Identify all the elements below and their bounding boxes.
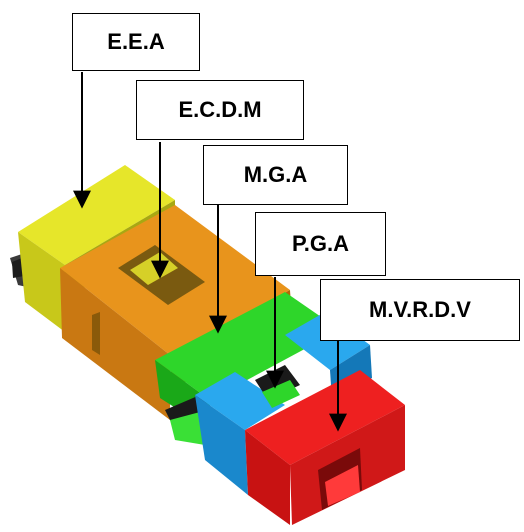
leader-arrows xyxy=(73,72,347,432)
label-eea: E.E.A xyxy=(72,13,200,71)
green-block xyxy=(155,292,340,445)
label-mvrdv: M.V.R.D.V xyxy=(320,279,520,341)
label-ecdm: E.C.D.M xyxy=(136,80,304,140)
red-block xyxy=(245,370,405,525)
label-pga: P.G.A xyxy=(255,212,386,276)
label-mga: M.G.A xyxy=(203,145,348,205)
